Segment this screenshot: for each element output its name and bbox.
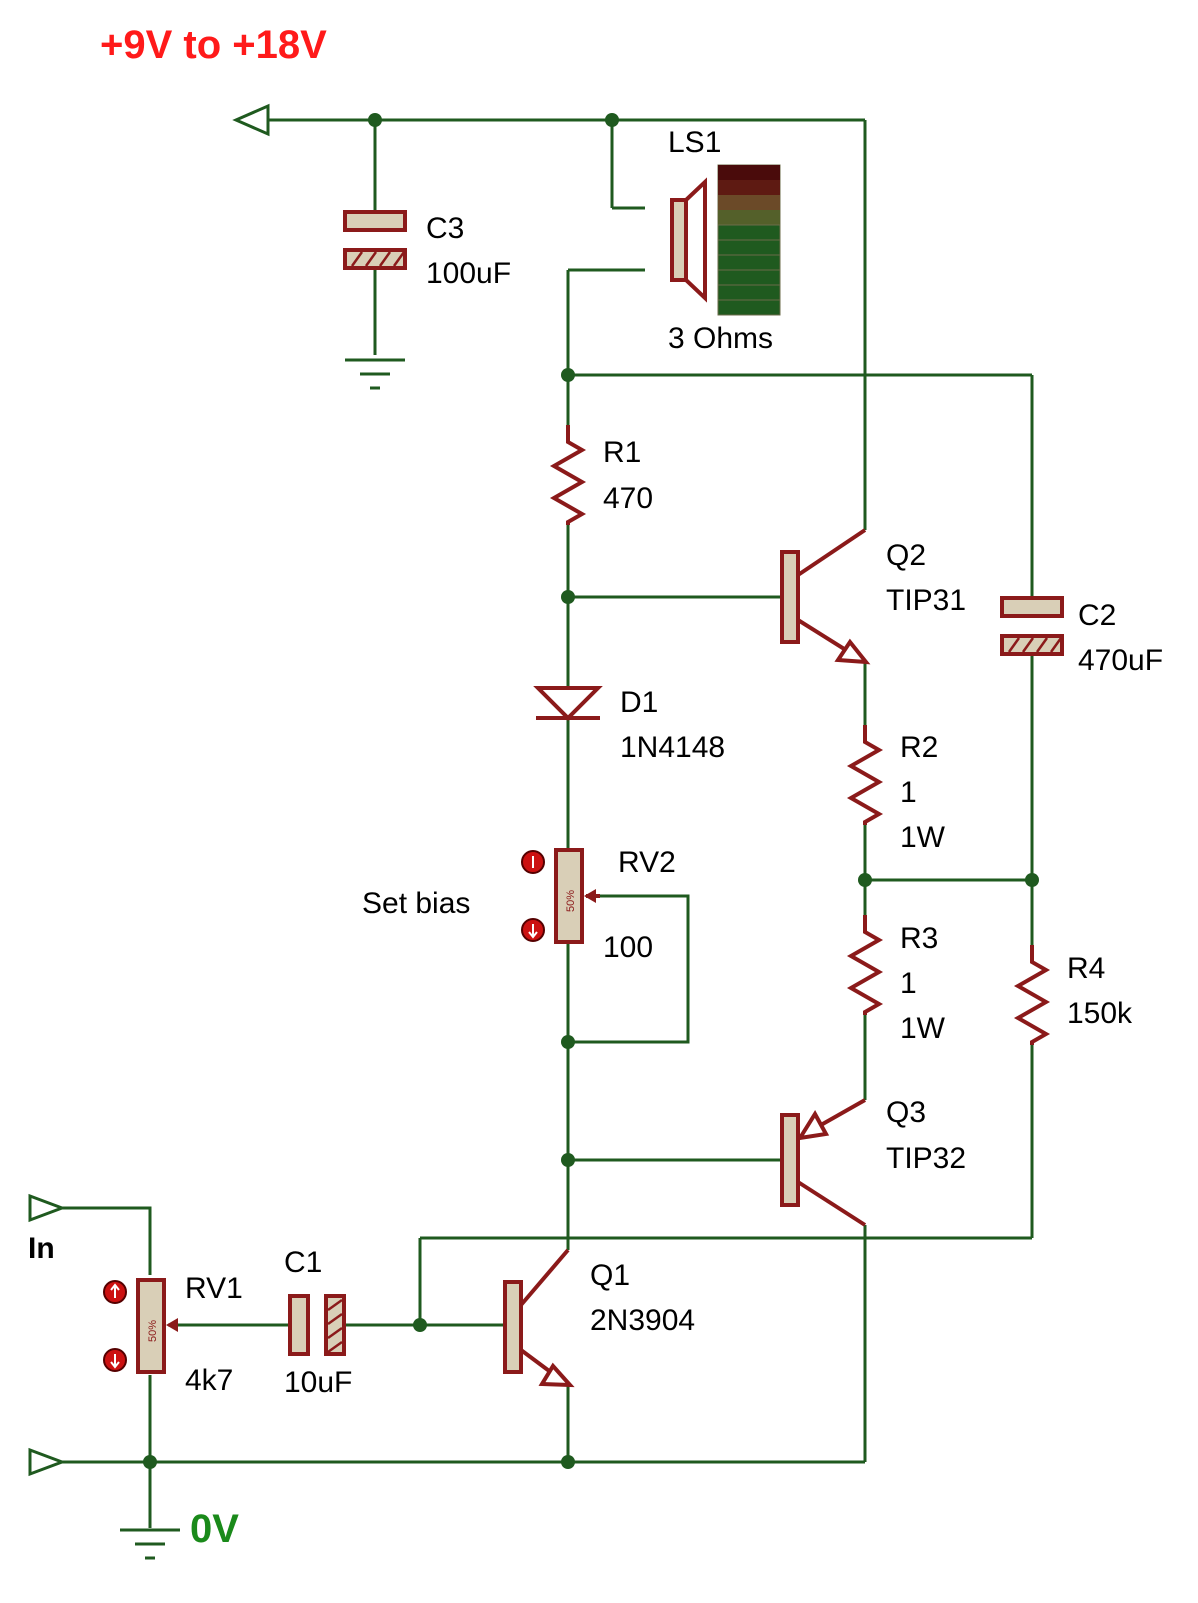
rv2-body [554, 848, 584, 944]
transistor-q1: Q1 2N3904 [503, 1248, 695, 1388]
r2-rating: 1W [900, 821, 946, 854]
ls1-ref: LS1 [668, 126, 721, 159]
rv2-wiper-wire [568, 894, 690, 1044]
r3-zigzag [846, 915, 884, 1015]
q2-value: TIP31 [886, 584, 966, 617]
rv2-wiper-arrow [584, 889, 596, 903]
q1-ref: Q1 [590, 1259, 630, 1292]
junction-dot [561, 1455, 575, 1469]
q1-collector-lead [519, 1248, 570, 1307]
junction-dot [561, 1153, 575, 1167]
capacitor-c1: C1 10uF [284, 1246, 352, 1399]
c2-plate-positive [1000, 596, 1064, 618]
capacitor-c2: C2 470uF [1000, 596, 1163, 677]
c3-value: 100uF [426, 257, 511, 290]
junction-dot [561, 1035, 575, 1049]
q3-base-bar [780, 1113, 800, 1207]
q3-collector-lead [796, 1180, 867, 1227]
speaker-cone [684, 177, 707, 303]
q2-ref: Q2 [886, 539, 926, 572]
d1-value: 1N4148 [620, 731, 725, 764]
r2-zigzag [846, 725, 884, 825]
c3-plate-positive [343, 210, 407, 232]
diode-d1: D1 1N4148 [533, 686, 725, 764]
set-bias-label: Set bias [362, 887, 470, 920]
r2-ref: R2 [900, 731, 938, 764]
r3-rating: 1W [900, 1012, 946, 1045]
r1-zigzag [549, 425, 587, 525]
c1-plate-negative [324, 1294, 346, 1356]
rv1-body [136, 1278, 166, 1374]
input-terminal-wire [62, 1206, 152, 1275]
junction-dot [605, 113, 619, 127]
rv2-wiper-position: 50% [565, 890, 577, 912]
junctions [143, 113, 1039, 1469]
rv1-ref: RV1 [185, 1272, 243, 1305]
c1-plate-positive [288, 1294, 310, 1356]
resistor-r2: R2 1 1W [846, 725, 946, 854]
potentiometer-rv1: 50% RV1 4k7 [103, 1272, 243, 1397]
supply-terminal [232, 103, 270, 137]
r1-ref: R1 [603, 436, 641, 469]
input-terminal-arrow [28, 1193, 67, 1223]
r4-zigzag [1013, 945, 1051, 1045]
q3-emitter-arrow [795, 1110, 830, 1141]
q3-value: TIP32 [886, 1142, 966, 1175]
d1-triangle [533, 686, 603, 721]
c3-ref: C3 [426, 212, 464, 245]
q3-ref: Q3 [886, 1096, 926, 1129]
r2-value: 1 [900, 776, 917, 809]
rv1-wiper-arrow [166, 1318, 178, 1332]
ground-symbol-c3 [345, 358, 405, 390]
speaker-ls1: LS1 3 Ohms [668, 126, 781, 355]
q2-base-bar [780, 550, 800, 644]
d1-ref: D1 [620, 686, 658, 719]
rv1-value: 4k7 [185, 1364, 233, 1397]
c2-ref: C2 [1078, 599, 1116, 632]
c1-ref: C1 [284, 1246, 322, 1279]
junction-dot [413, 1318, 427, 1332]
junction-dot [858, 873, 872, 887]
ground-voltage-label: 0V [190, 1507, 239, 1551]
q2-collector-lead [796, 528, 867, 577]
r3-value: 1 [900, 967, 917, 1000]
junction-dot [561, 368, 575, 382]
r4-value: 150k [1067, 997, 1133, 1030]
junction-dot [561, 590, 575, 604]
junction-dot [1025, 873, 1039, 887]
capacitor-c3: C3 100uF [343, 210, 511, 290]
q1-emitter-arrow [538, 1362, 575, 1388]
transistor-q3: Q3 TIP32 [780, 1096, 966, 1227]
r1-value: 470 [603, 482, 653, 515]
ground-terminal-arrow [28, 1447, 67, 1477]
supply-voltage-label: +9V to +18V [100, 23, 327, 67]
c1-value: 10uF [284, 1366, 352, 1399]
r4-ref: R4 [1067, 952, 1105, 985]
rv1-wiper-position: 50% [147, 1320, 159, 1342]
rv2-value: 100 [603, 931, 653, 964]
speaker-magnet [670, 198, 688, 282]
supply-terminal-arrow [232, 103, 270, 137]
resistor-r4: R4 150k [1013, 945, 1133, 1045]
resistor-r3: R3 1 1W [846, 915, 946, 1045]
q1-base-bar [503, 1280, 523, 1374]
q1-value: 2N3904 [590, 1304, 695, 1337]
input-label: In [28, 1232, 55, 1265]
wires [62, 118, 1034, 1528]
transistor-q2: Q2 TIP31 [780, 528, 966, 665]
ls1-value: 3 Ohms [668, 322, 773, 355]
junction-dot [143, 1455, 157, 1469]
rv2-ref: RV2 [618, 846, 676, 879]
junction-dot [368, 113, 382, 127]
q2-emitter-arrow [834, 638, 871, 665]
potentiometer-rv2: 50% RV2 100 [521, 846, 676, 964]
resistor-r1: R1 470 [549, 425, 653, 525]
r3-ref: R3 [900, 922, 938, 955]
speaker-level-meter [717, 164, 781, 316]
ground-symbol-main [120, 1528, 180, 1560]
c2-value: 470uF [1078, 644, 1163, 677]
